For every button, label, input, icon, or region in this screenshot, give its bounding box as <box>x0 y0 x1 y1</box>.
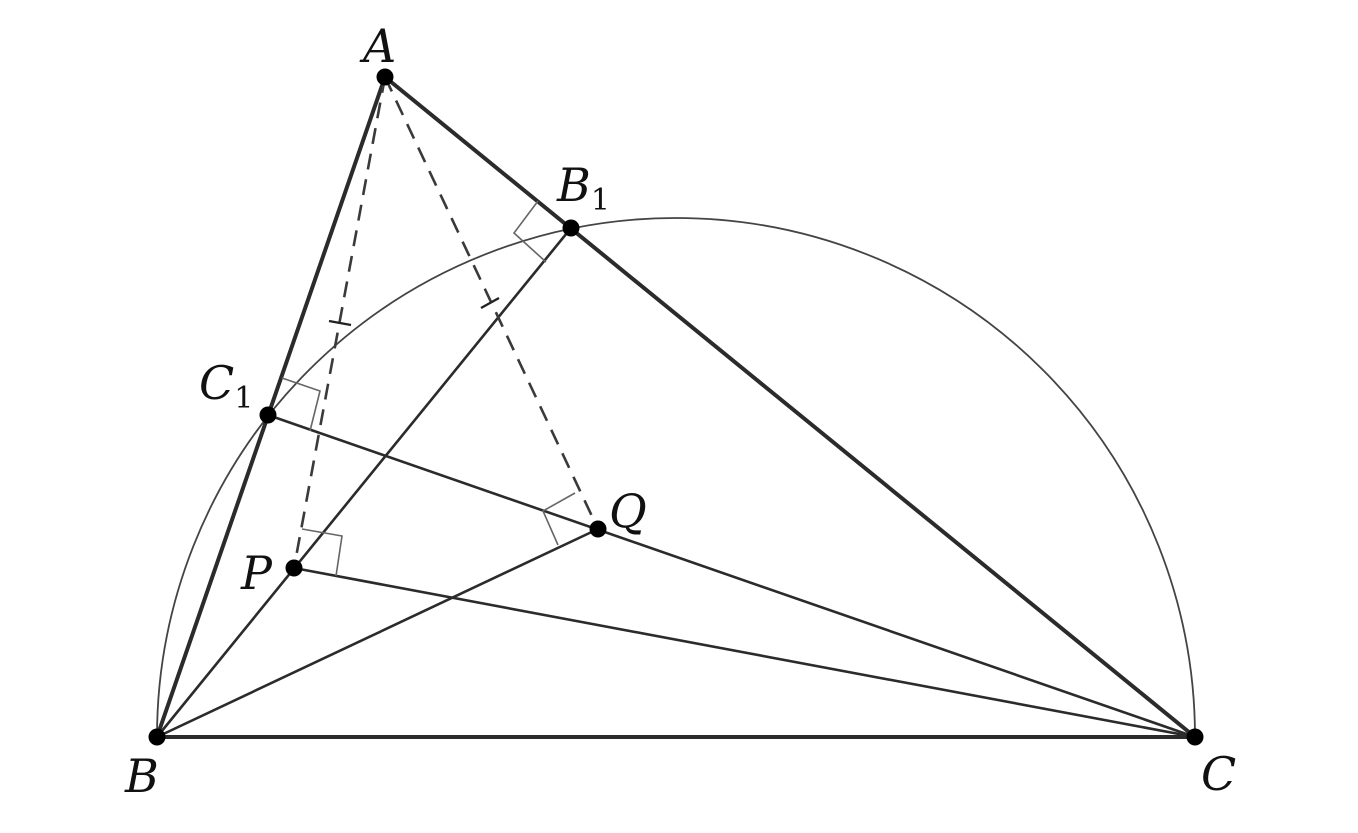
segment-bq <box>155 527 600 739</box>
point-q <box>589 520 607 538</box>
label-b: B <box>124 749 159 803</box>
label-p: P <box>240 546 273 600</box>
label-q: Q <box>609 484 647 538</box>
point-b <box>148 728 166 746</box>
segment-cp <box>292 566 1197 739</box>
label-c: C <box>1201 747 1236 801</box>
label-a: A <box>359 19 396 73</box>
semicircle-bc <box>156 217 1196 738</box>
point-c <box>1186 728 1204 746</box>
label-c1: C1 <box>199 356 253 416</box>
point-b1 <box>562 219 580 237</box>
right-angle-b1 <box>512 200 547 263</box>
right-angle-c1 <box>281 377 321 432</box>
segment-cc1 <box>266 413 1197 739</box>
label-b1: B1 <box>556 158 610 218</box>
side-ab <box>155 75 387 739</box>
tick-aq <box>480 296 500 310</box>
right-angle-p <box>301 528 343 577</box>
side-ac <box>383 75 1197 739</box>
point-p <box>285 559 303 577</box>
right-angle-q <box>541 492 576 546</box>
point-a <box>376 68 394 86</box>
segment-bb1 <box>155 226 573 739</box>
point-c1 <box>259 406 277 424</box>
tick-ap <box>328 319 352 327</box>
